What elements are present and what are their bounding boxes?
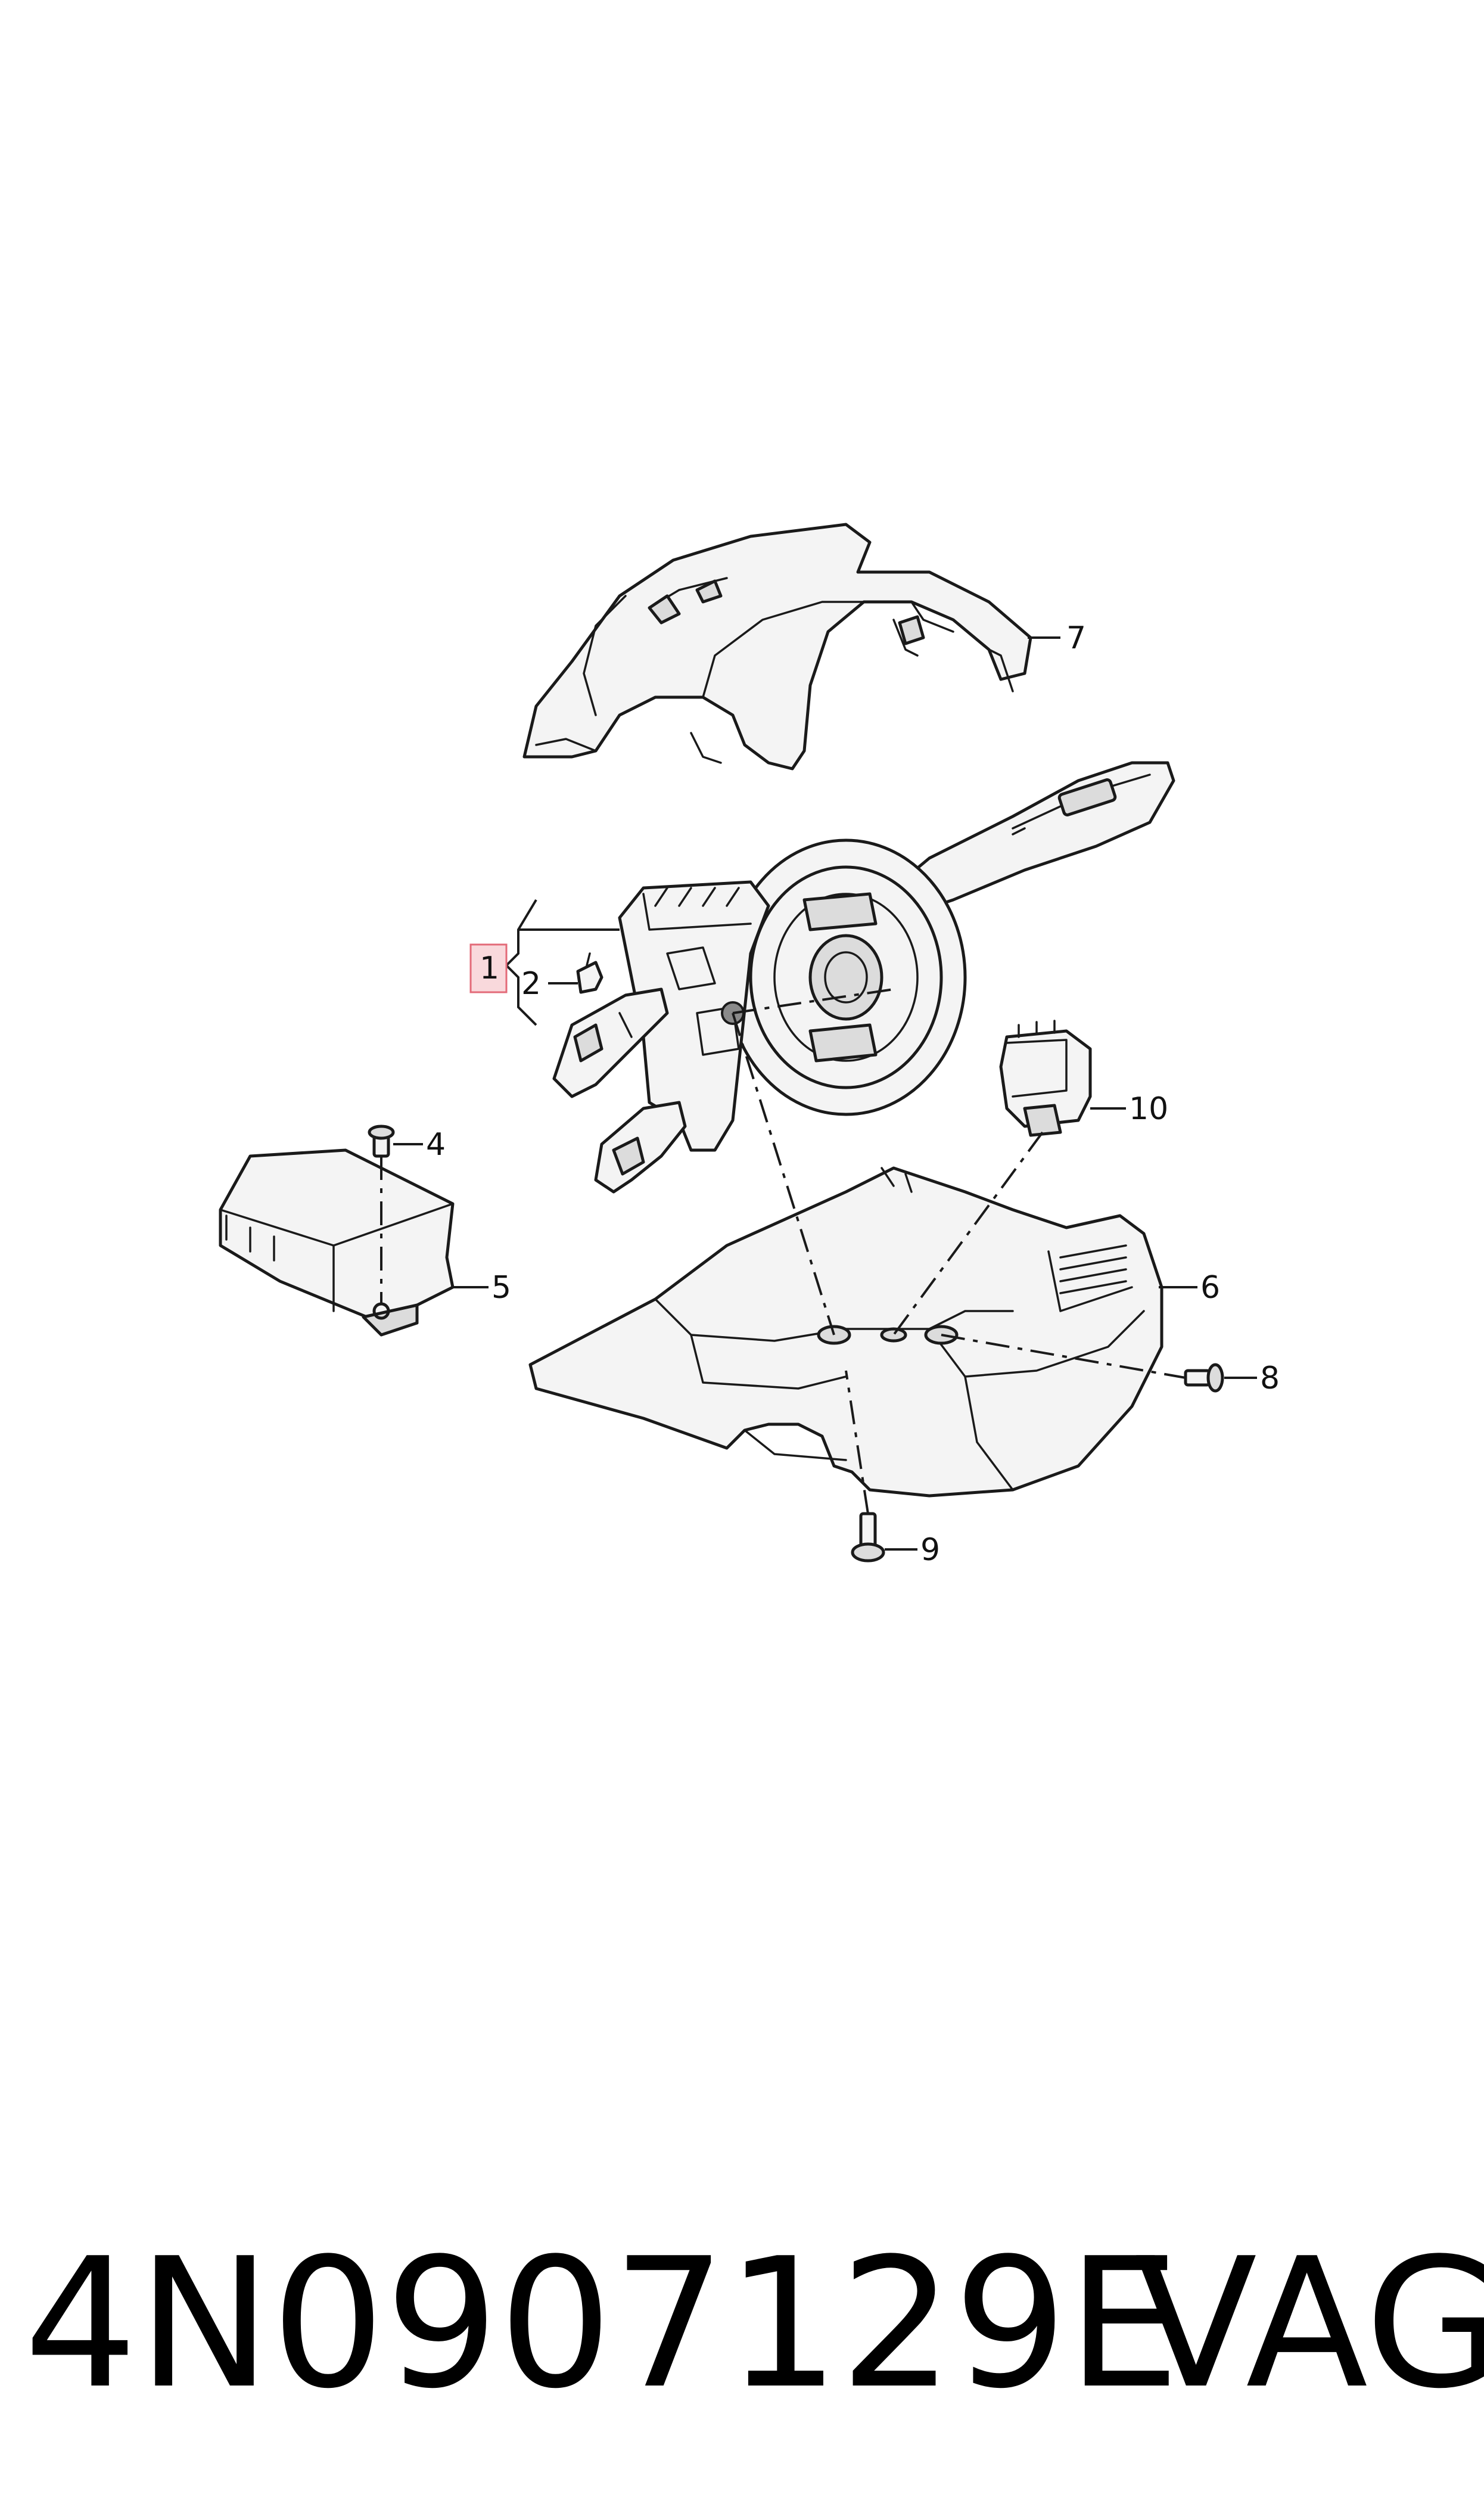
brand-caption: VAG — [1135, 2220, 1484, 2428]
screw-part-8 — [1184, 1363, 1224, 1393]
callout-8: 8 — [1224, 1361, 1280, 1396]
upper-column-trim — [522, 523, 1032, 771]
lower-column-trim — [528, 1166, 1163, 1498]
connector-module — [999, 1020, 1092, 1137]
callout-4: 4 — [393, 1127, 446, 1163]
screw-part-4 — [368, 1125, 395, 1305]
callout-2: 2 — [521, 966, 578, 1002]
combination-switch-assembly — [552, 761, 1175, 1194]
callout-label-4: 4 — [426, 1127, 446, 1163]
control-unit — [219, 1148, 455, 1337]
callout-label-9: 9 — [920, 1532, 940, 1568]
callout-label-5: 5 — [491, 1270, 511, 1306]
callout-label-7: 7 — [1066, 620, 1086, 656]
part-number-caption: 4N0907129E — [24, 2220, 1180, 2428]
screw-part-9 — [851, 1512, 885, 1563]
callout-label-8: 8 — [1260, 1361, 1280, 1396]
callout-label-6: 6 — [1200, 1270, 1220, 1306]
callout-6: 6 — [1159, 1270, 1220, 1306]
callout-label-1: 1 — [480, 951, 499, 986]
callout-1: 1 — [469, 899, 620, 1026]
callout-9: 9 — [885, 1532, 940, 1568]
callout-label-10: 10 — [1129, 1091, 1168, 1127]
callout-7: 7 — [1028, 620, 1086, 656]
callout-10: 10 — [1090, 1091, 1168, 1127]
callout-label-2: 2 — [521, 966, 541, 1002]
retaining-clip — [576, 952, 603, 994]
assembly-lines — [732, 988, 1186, 1514]
callout-5: 5 — [453, 1270, 511, 1306]
callout-highlight-1 — [469, 943, 508, 993]
